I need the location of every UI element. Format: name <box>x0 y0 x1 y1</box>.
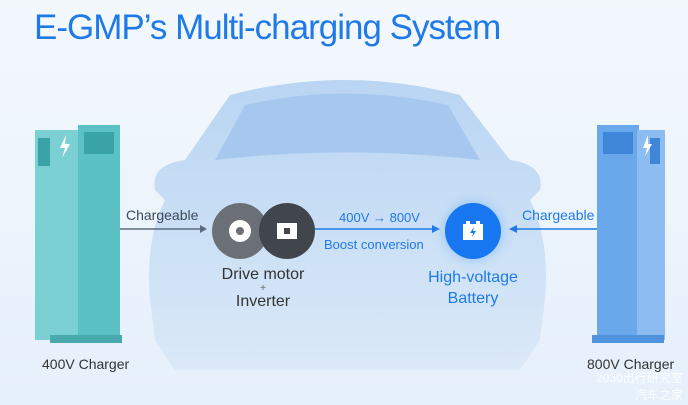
battery-label-line1: High-voltage <box>428 269 518 286</box>
page-title: E-GMP’s Multi-charging System <box>34 8 501 47</box>
inverter-label: Inverter <box>235 293 291 310</box>
400v-charger-label: 400V Charger <box>42 356 130 372</box>
watermark-line1: 2030出行研究室 <box>596 371 683 385</box>
drive-motor-label: Drive motor <box>221 266 305 283</box>
drive-motor-icon <box>212 203 268 259</box>
boost-label: Boost conversion <box>324 237 424 252</box>
left-chargeable-label: Chargeable <box>126 207 199 223</box>
800v-charger-label: 800V Charger <box>587 356 675 372</box>
400v-charger-icon <box>35 125 122 343</box>
plus-sign: + <box>260 283 266 294</box>
right-chargeable-label: Chargeable <box>522 207 595 223</box>
watermark-line2: 汽车之家 <box>635 388 684 402</box>
battery-label-line2: Battery <box>447 290 499 307</box>
battery-icon <box>445 203 501 259</box>
boost-voltage: 400V → 800V <box>339 210 420 225</box>
inverter-icon <box>259 203 315 259</box>
800v-charger-icon <box>592 125 665 343</box>
